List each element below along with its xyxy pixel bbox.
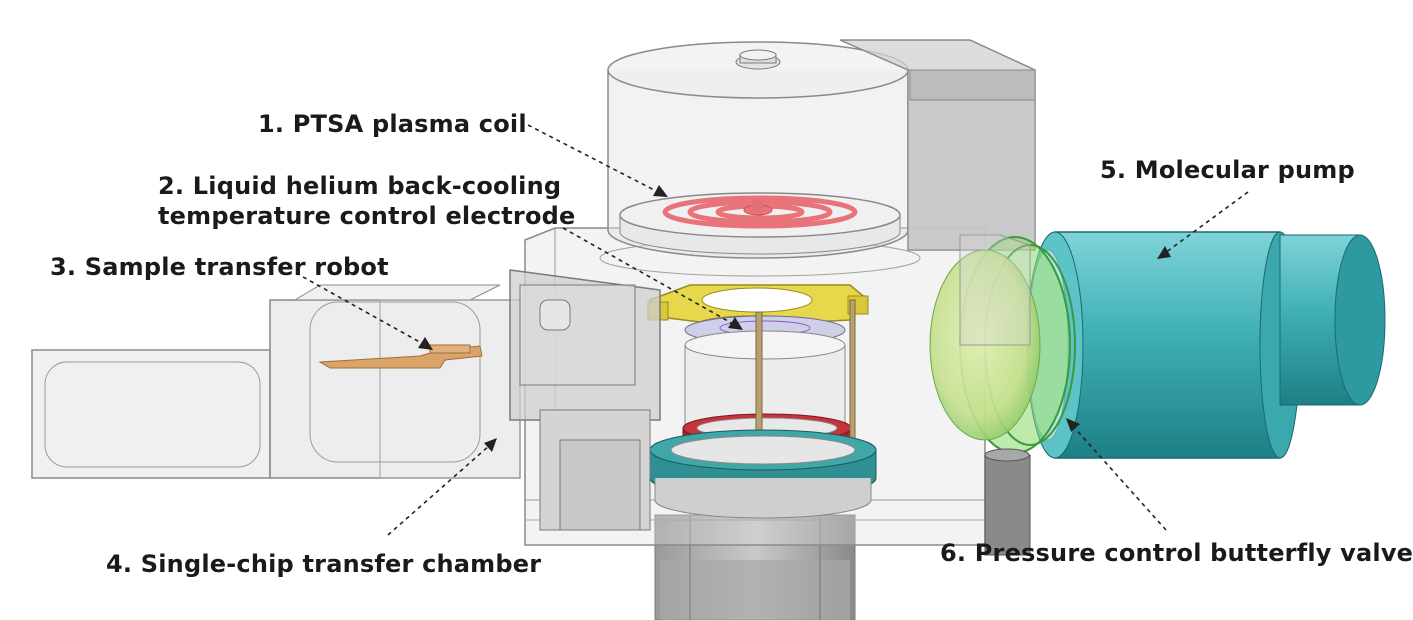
arrowhead-electrode <box>728 317 743 330</box>
leader-arrowheads <box>418 185 1171 452</box>
arrowhead-chamber <box>484 438 497 452</box>
leader-line-coil <box>527 124 661 194</box>
leader-line-electrode <box>562 227 736 326</box>
label-plasma-coil: 1. PTSA plasma coil <box>258 110 527 138</box>
electrode-ring <box>647 284 870 323</box>
molecular-pump <box>1026 231 1386 459</box>
label-transfer-chamber: 4. Single-chip transfer chamber <box>106 550 542 578</box>
label-electrode-line1: 2. Liquid helium back-cooling <box>158 172 562 200</box>
base-pedestal <box>654 514 856 620</box>
side-box <box>839 39 1036 251</box>
leader-line-pump <box>1164 191 1249 254</box>
label-butterfly-valve: 6. Pressure control butterfly valve <box>940 539 1413 567</box>
base-ring <box>649 429 877 519</box>
label-electrode-line2: temperature control electrode <box>158 202 576 230</box>
plasma-coil-plate <box>619 192 901 255</box>
transfer-chamber <box>31 284 521 479</box>
arrowhead-coil <box>653 185 668 197</box>
leader-lines <box>295 124 1249 536</box>
butterfly-valve <box>929 234 1076 556</box>
arrowhead-robot <box>418 337 433 350</box>
arrowhead-valve <box>1066 418 1080 432</box>
gate-valve <box>509 269 661 531</box>
arrowhead-pump <box>1157 246 1171 259</box>
leader-line-chamber <box>387 444 491 536</box>
label-transfer-robot: 3. Sample transfer robot <box>50 253 389 281</box>
label-molecular-pump: 5. Molecular pump <box>1100 156 1355 184</box>
leader-line-robot <box>295 272 426 346</box>
